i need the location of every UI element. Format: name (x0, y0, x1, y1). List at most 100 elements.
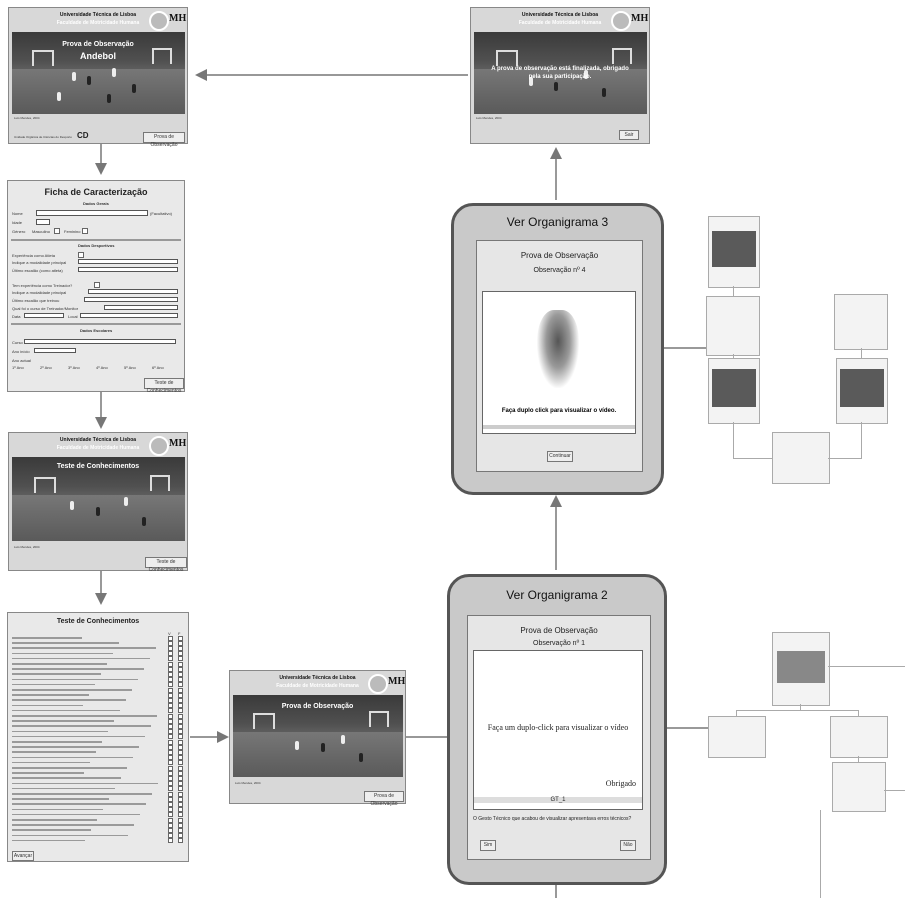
answer-v-checkbox[interactable] (168, 697, 173, 703)
year-1[interactable]: 1º Ano (12, 365, 24, 370)
answer-f-checkbox[interactable] (178, 801, 183, 807)
answer-f-checkbox[interactable] (178, 708, 183, 714)
last-level-field[interactable] (78, 267, 178, 272)
year-4[interactable]: 4º Ano (96, 365, 108, 370)
answer-f-checkbox[interactable] (178, 723, 183, 729)
name-field[interactable] (36, 210, 148, 216)
year-2[interactable]: 2º Ano (40, 365, 52, 370)
continue-button[interactable]: Continuar (547, 451, 573, 462)
answer-v-checkbox[interactable] (168, 666, 173, 672)
answer-f-checkbox[interactable] (178, 791, 183, 797)
answer-v-checkbox[interactable] (168, 807, 173, 813)
answer-f-checkbox[interactable] (178, 718, 183, 724)
answer-f-checkbox[interactable] (178, 833, 183, 839)
answer-f-checkbox[interactable] (178, 739, 183, 745)
answer-v-checkbox[interactable] (168, 770, 173, 776)
answer-v-checkbox[interactable] (168, 822, 173, 828)
answer-v-checkbox[interactable] (168, 703, 173, 709)
answer-f-checkbox[interactable] (178, 666, 183, 672)
answer-v-checkbox[interactable] (168, 718, 173, 724)
answer-v-checkbox[interactable] (168, 635, 173, 641)
answer-f-checkbox[interactable] (178, 781, 183, 787)
modality2-field[interactable] (88, 289, 178, 294)
answer-f-checkbox[interactable] (178, 703, 183, 709)
answer-f-checkbox[interactable] (178, 687, 183, 693)
start-observation-button[interactable]: Prova de Observação (364, 791, 404, 807)
answer-v-checkbox[interactable] (168, 682, 173, 688)
answer-v-checkbox[interactable] (168, 796, 173, 802)
year-5[interactable]: 5º Ano (124, 365, 136, 370)
answer-f-checkbox[interactable] (178, 713, 183, 719)
answer-v-checkbox[interactable] (168, 692, 173, 698)
exp-athlete-checkbox[interactable] (78, 252, 84, 258)
place-field[interactable] (80, 313, 178, 318)
male-checkbox[interactable] (54, 228, 60, 234)
course-field[interactable] (104, 305, 178, 310)
female-checkbox[interactable] (82, 228, 88, 234)
answer-v-checkbox[interactable] (168, 656, 173, 662)
year-3[interactable]: 3º Ano (68, 365, 80, 370)
exp-coach-checkbox[interactable] (94, 282, 100, 288)
answer-f-checkbox[interactable] (178, 682, 183, 688)
answer-v-checkbox[interactable] (168, 651, 173, 657)
advance-button[interactable]: Avançar (12, 851, 34, 861)
answer-v-checkbox[interactable] (168, 791, 173, 797)
year-start-field[interactable] (34, 348, 76, 353)
answer-v-checkbox[interactable] (168, 687, 173, 693)
curso-select[interactable] (24, 339, 176, 344)
answer-f-checkbox[interactable] (178, 645, 183, 651)
answer-v-checkbox[interactable] (168, 781, 173, 787)
answer-v-checkbox[interactable] (168, 765, 173, 771)
answer-v-checkbox[interactable] (168, 749, 173, 755)
answer-f-checkbox[interactable] (178, 827, 183, 833)
answer-f-checkbox[interactable] (178, 692, 183, 698)
answer-v-checkbox[interactable] (168, 817, 173, 823)
answer-f-checkbox[interactable] (178, 661, 183, 667)
answer-f-checkbox[interactable] (178, 671, 183, 677)
answer-f-checkbox[interactable] (178, 651, 183, 657)
answer-f-checkbox[interactable] (178, 807, 183, 813)
answer-v-checkbox[interactable] (168, 640, 173, 646)
answer-f-checkbox[interactable] (178, 822, 183, 828)
video-panel[interactable]: Faça um duplo-click para visualizar o ví… (473, 650, 643, 810)
answer-f-checkbox[interactable] (178, 786, 183, 792)
answer-f-checkbox[interactable] (178, 812, 183, 818)
start-test-button[interactable]: Teste de Conhecimentos (145, 557, 187, 573)
answer-f-checkbox[interactable] (178, 765, 183, 771)
answer-f-checkbox[interactable] (178, 635, 183, 641)
answer-f-checkbox[interactable] (178, 775, 183, 781)
answer-f-checkbox[interactable] (178, 817, 183, 823)
year-6[interactable]: 6º Ano (152, 365, 164, 370)
answer-v-checkbox[interactable] (168, 734, 173, 740)
answer-v-checkbox[interactable] (168, 812, 173, 818)
answer-f-checkbox[interactable] (178, 760, 183, 766)
answer-v-checkbox[interactable] (168, 786, 173, 792)
video-panel[interactable]: Faça duplo click para visualizar o vídeo… (482, 291, 636, 434)
answer-v-checkbox[interactable] (168, 671, 173, 677)
answer-f-checkbox[interactable] (178, 744, 183, 750)
last-level2-field[interactable] (84, 297, 178, 302)
yes-button[interactable]: Sim (480, 840, 496, 851)
answer-v-checkbox[interactable] (168, 739, 173, 745)
answer-f-checkbox[interactable] (178, 770, 183, 776)
answer-f-checkbox[interactable] (178, 755, 183, 761)
to-test-button[interactable]: Teste de Conhecimentos (144, 378, 184, 394)
answer-v-checkbox[interactable] (168, 723, 173, 729)
answer-f-checkbox[interactable] (178, 656, 183, 662)
modality-field[interactable] (78, 259, 178, 264)
answer-v-checkbox[interactable] (168, 713, 173, 719)
answer-v-checkbox[interactable] (168, 838, 173, 844)
answer-f-checkbox[interactable] (178, 697, 183, 703)
answer-f-checkbox[interactable] (178, 796, 183, 802)
answer-v-checkbox[interactable] (168, 708, 173, 714)
answer-v-checkbox[interactable] (168, 755, 173, 761)
answer-v-checkbox[interactable] (168, 760, 173, 766)
exit-button[interactable]: Sair (619, 130, 639, 140)
answer-v-checkbox[interactable] (168, 775, 173, 781)
answer-f-checkbox[interactable] (178, 677, 183, 683)
answer-v-checkbox[interactable] (168, 801, 173, 807)
age-field[interactable] (36, 219, 50, 225)
answer-v-checkbox[interactable] (168, 744, 173, 750)
answer-v-checkbox[interactable] (168, 661, 173, 667)
answer-v-checkbox[interactable] (168, 677, 173, 683)
